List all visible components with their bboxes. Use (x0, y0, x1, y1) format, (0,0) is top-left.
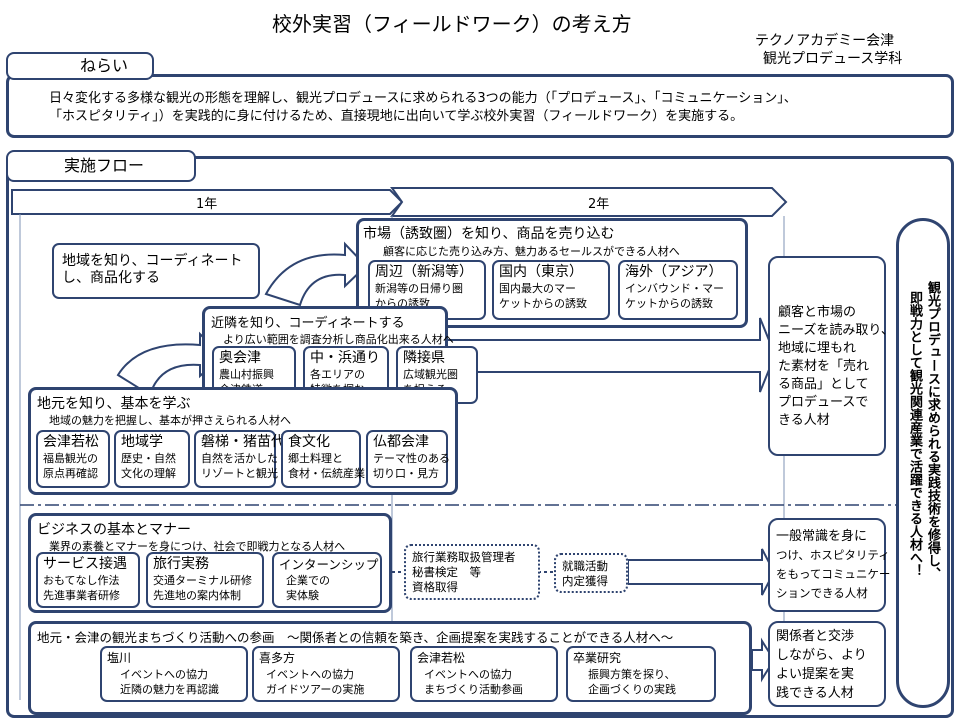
market-sub: 顧客に応じた売り込み方、魅力あるセールスができる人材へ (383, 245, 680, 258)
school-name: テクノアカデミー会津 (755, 33, 895, 49)
local-item-1: 会津若松 福島観光の 原点再確認 (36, 430, 110, 488)
local-item-2: 地域学 歴史・自然 文化の理解 (114, 430, 190, 488)
license-box: 旅行業務取扱管理者 秘書検定 等 資格取得 (404, 544, 540, 600)
result3-box: 関係者と交渉 しながら、より よい提案を実 践できる人材 (768, 621, 886, 707)
result1-arrow (445, 317, 777, 393)
local-sub: 地域の魅力を把握し、基本が押さえられる人材へ (49, 414, 291, 427)
page-title: 校外実習（フィールドワーク）の考え方 (272, 12, 632, 36)
goal-text-line-1: 観光プロデュースに求められる実践技術を修得し、 (925, 281, 940, 580)
goal-oval: 観光プロデュースに求められる実践技術を修得し、 即戦力として観光関連産業で活躍で… (896, 218, 950, 708)
year1-label: 1年 (196, 197, 218, 212)
region-step-box: 地域を知り、コーディネートし、商品化する (52, 243, 260, 299)
result2-arrow (627, 548, 776, 596)
local-item-4: 食文化 郷土料理と 食材・伝統産業 (281, 430, 365, 488)
job-box: 就職活動 内定獲得 (554, 553, 628, 593)
town-item-1: 塩川 イベントへの協力 近隣の魅力を再認識 (100, 646, 248, 702)
business-item-1: サービス接遇 おもてなし作法 先進事業者研修 (36, 552, 140, 608)
aim-box: 日々変化する多様な観光の形態を理解し、観光プロデュースに求められる3つの能力（「… (6, 74, 954, 138)
aim-text-line-2: 「ホスピタリティ」）を実践的に身に付けるため、直接現地に出向いて学ぶ校外実習（フ… (49, 109, 744, 124)
town-item-3: 会津若松 イベントへの協力 まちづくり活動参画 (410, 646, 558, 702)
market-item-2: 国内（東京） 国内最大のマー ケットからの誘致 (492, 260, 610, 320)
town-item-2: 喜多方 イベントへの協力 ガイドツアーの実施 (252, 646, 400, 702)
year2-arrow (390, 187, 788, 217)
department-name: 観光プロデュース学科 (763, 51, 903, 67)
year2-label: 2年 (588, 197, 610, 212)
business-sub: 業界の素養とマナーを身につけ、社会で即戦力となる人材へ (49, 540, 346, 553)
near-title: 近隣を知り、コーディネートする (211, 316, 405, 331)
market-item-3: 海外（アジア） インバウンド・マー ケットからの誘致 (618, 260, 738, 320)
region-step-text: 地域を知り、コーディネートし、商品化する (62, 253, 243, 286)
town-title: 地元・会津の観光まちづくり活動への参画 ～関係者との信頼を築き、企画提案を実践す… (37, 630, 674, 645)
result2-box: 一般常識を身に つけ、ホスピタリティ をもってコミュニケー ションできる人材 (768, 518, 890, 612)
goal-text-line-2: 即戦力として観光関連産業で活躍できる人材へ！ (907, 291, 922, 577)
result1-box: 顧客と市場の ニーズを読み取り、 地域に埋もれ た素材を「売れ る商品」として … (768, 256, 894, 456)
local-item-3: 磐梯・猪苗代 自然を活かした リゾートと観光 (194, 430, 285, 488)
local-item-5: 仏都会津 テーマ性のある 切り口・見方 (366, 430, 450, 488)
local-title: 地元を知り、基本を学ぶ (37, 396, 191, 412)
year1-arrow (11, 189, 404, 215)
curved-arrow-upper (264, 241, 368, 307)
business-item-2: 旅行実務 交通ターミナル研修 先進地の案内体制 (146, 552, 264, 608)
business-title: ビジネスの基本とマナー (37, 522, 191, 538)
town-item-4: 卒業研究 振興方策を探り、 企画づくりの実践 (566, 646, 716, 702)
aim-label: ねらい (6, 52, 154, 80)
aim-text-line-1: 日々変化する多様な観光の形態を理解し、観光プロデュースに求められる3つの能力（「… (49, 91, 797, 106)
flow-label: 実施フロー (6, 150, 196, 182)
near-sub: より広い範囲を調査分析し商品化出来る人材へ (223, 333, 454, 346)
market-title: 市場（誘致圏）を知り、商品を売り込む (363, 226, 615, 242)
business-item-3: インターンシップ 企業での 実体験 (272, 552, 382, 608)
